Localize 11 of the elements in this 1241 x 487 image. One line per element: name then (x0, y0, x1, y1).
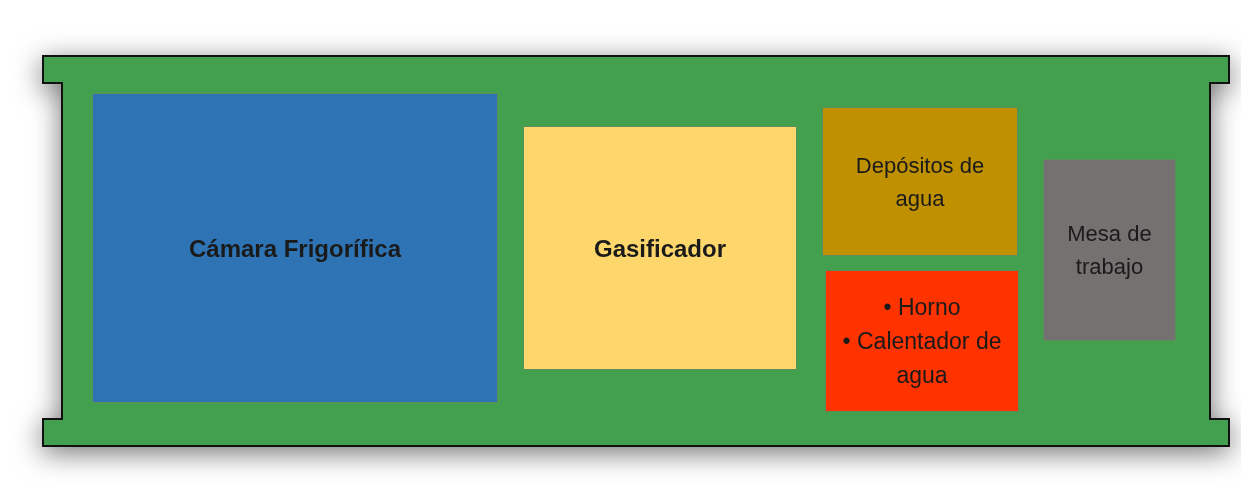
water-tanks-area (822, 107, 1018, 256)
area-label: Cámara Frigorífica (188, 233, 402, 264)
gasifier-area (523, 126, 797, 370)
workbench-area (1043, 159, 1176, 341)
oven-heater-area (825, 270, 1019, 412)
area-label: Gasificador (593, 233, 726, 264)
list-item: • Horno (882, 293, 962, 322)
area-label: Depósitos de agua (854, 151, 986, 213)
area-label: Mesa de trabajo (1066, 220, 1153, 281)
list-item: • Calentador de agua (841, 327, 1003, 390)
cold-room-area (92, 93, 498, 403)
